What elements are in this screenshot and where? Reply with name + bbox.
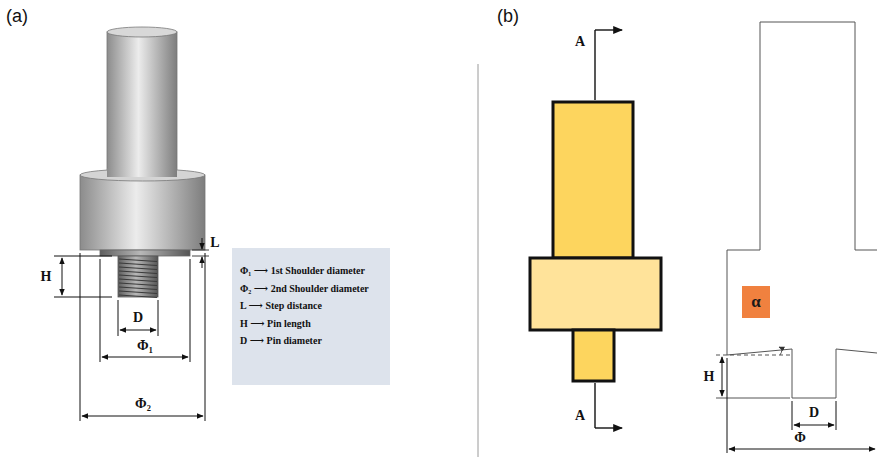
dimension-label: D <box>133 311 143 325</box>
screw-thread <box>119 263 157 266</box>
panel-divider <box>478 64 479 457</box>
key-entry: Φ₂ ⟶ 2nd Shoulder diameter <box>240 280 382 298</box>
key-entry: Φ₁ ⟶ 1st Shoulder diameter <box>240 262 382 280</box>
dimension-label: H <box>704 370 715 384</box>
angle-box: α <box>742 286 770 318</box>
key-entry: D ⟶ Pin diameter <box>240 332 382 350</box>
screw-thread <box>119 275 157 278</box>
dimension-label: Φ <box>794 431 806 445</box>
tool-3d <box>80 27 205 298</box>
section-outline <box>716 22 877 398</box>
screw-thread <box>119 283 157 286</box>
screw-thread <box>119 291 157 294</box>
section-label: A <box>575 409 585 423</box>
angle-symbol: α <box>751 292 761 312</box>
screw-thread <box>119 295 157 298</box>
dimension-label: Φ₂ <box>135 397 151 411</box>
key-panel: Φ₁ ⟶ 1st Shoulder diameterΦ₂ ⟶ 2nd Shoul… <box>232 248 390 385</box>
tool-side-view <box>530 102 661 381</box>
key-entry: L ⟶ Step distance <box>240 297 382 315</box>
screw-thread <box>119 287 157 290</box>
key-entry: H ⟶ Pin length <box>240 315 382 333</box>
dimension-label: D <box>809 406 819 420</box>
dimension-label: L <box>210 236 219 250</box>
screw-thread <box>119 267 157 270</box>
section-marks <box>595 30 622 428</box>
panel-letter: (a) <box>6 7 28 25</box>
section-label: A <box>575 35 585 49</box>
screw-thread <box>119 271 157 274</box>
dimension-label: H <box>41 270 52 284</box>
section-dimensions <box>722 357 875 453</box>
dimension-lines <box>54 238 209 421</box>
screw-thread <box>119 279 157 282</box>
panel-letter: (b) <box>497 7 519 25</box>
screw-thread <box>119 259 157 262</box>
dimension-label: Φ₁ <box>137 339 153 353</box>
